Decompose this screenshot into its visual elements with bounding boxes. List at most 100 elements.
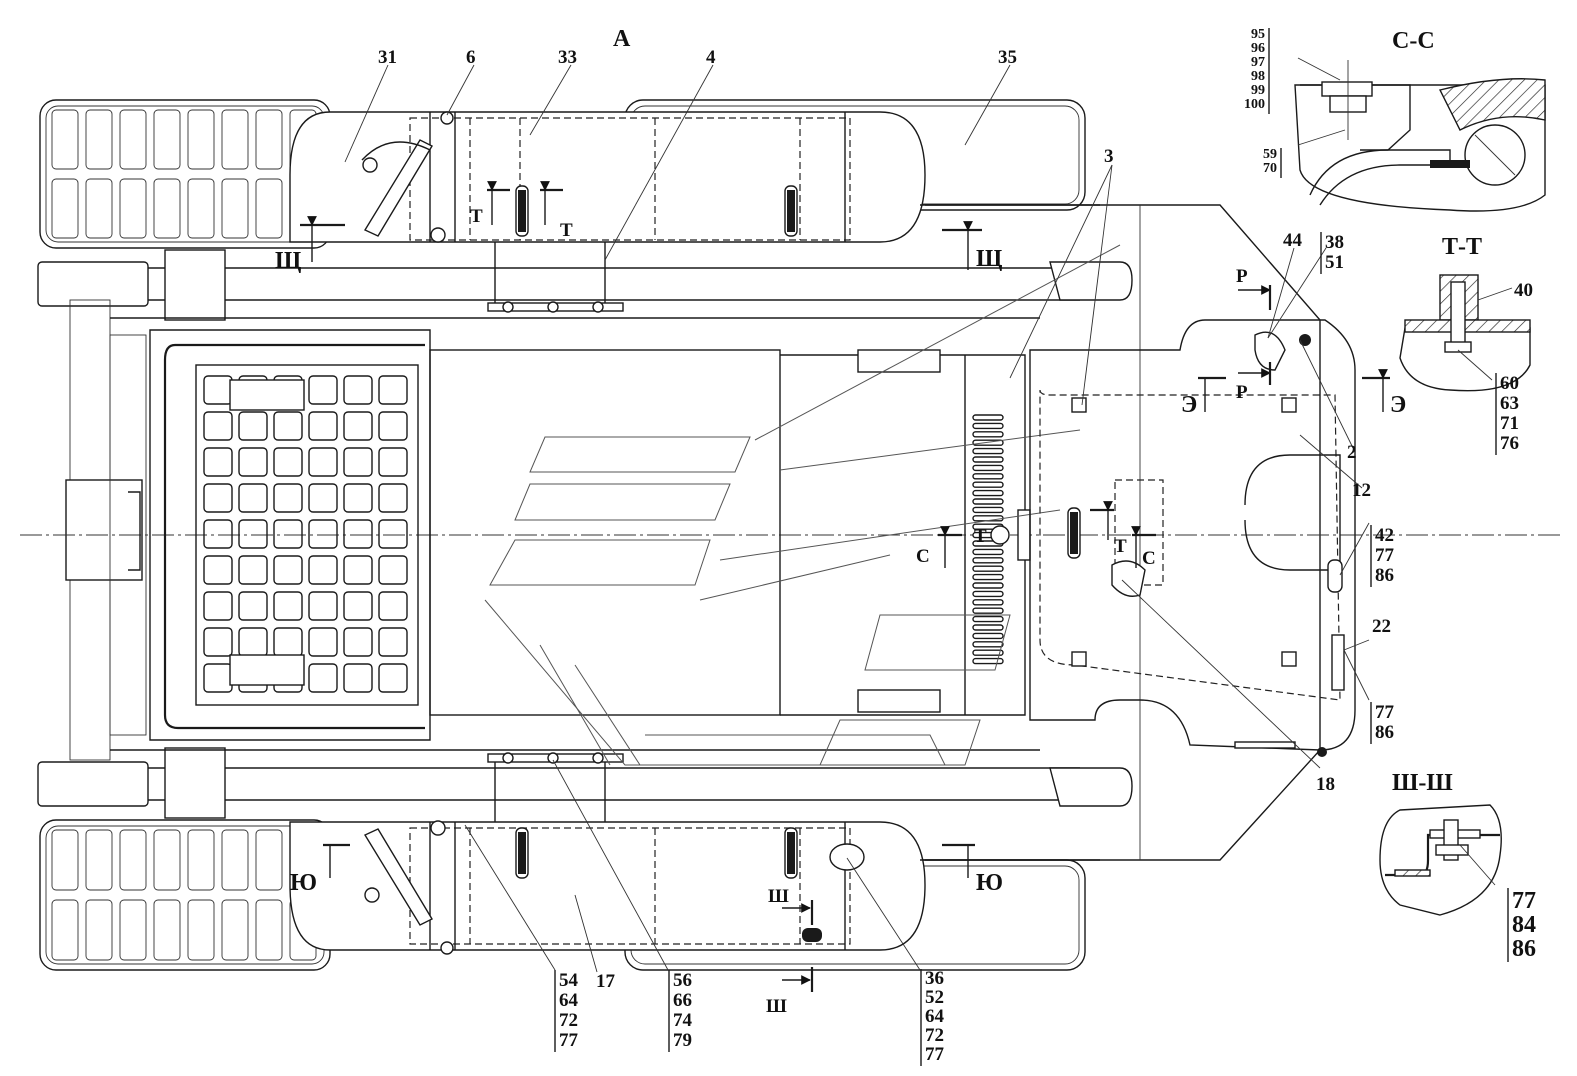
part-number-54: 54: [559, 970, 579, 991]
part-number-74: 74: [673, 1010, 693, 1031]
mesh-cell: [343, 627, 373, 657]
mesh-cell: [203, 591, 233, 621]
part-number-72: 72: [925, 1025, 944, 1046]
cut-mark-e-left: Э: [1181, 392, 1197, 418]
rear-door: [1029, 319, 1356, 757]
track-lug: [187, 899, 215, 961]
mesh-cell: [343, 411, 373, 441]
track-lug: [255, 899, 283, 961]
mesh-cell: [308, 555, 338, 585]
mesh-cell: [203, 447, 233, 477]
track-lug: [255, 109, 283, 170]
track-lug: [119, 899, 147, 961]
cut-mark-c-right: С: [1142, 548, 1156, 569]
track-lug: [85, 178, 113, 239]
cut-mark-sh-top: Ш: [768, 886, 789, 907]
vent-slot: [972, 599, 1004, 606]
track-lug: [221, 899, 249, 961]
part-number-77: 77: [559, 1030, 579, 1051]
top-fender: [289, 111, 1100, 313]
part-number-66: 66: [673, 990, 692, 1011]
section-shsh-detail: [1379, 804, 1502, 916]
vent-slot: [972, 414, 1004, 421]
mesh-cell: [273, 591, 303, 621]
mesh-cell: [343, 447, 373, 477]
track-lug: [119, 109, 147, 170]
mesh-cell: [238, 447, 268, 477]
mesh-cell: [378, 375, 408, 405]
part-number-64: 64: [559, 990, 579, 1011]
track-lug: [51, 178, 79, 239]
mesh-cell: [203, 555, 233, 585]
vent-slot: [972, 657, 1004, 665]
vent-slot: [972, 573, 1004, 581]
part-number-95: 95: [1251, 27, 1265, 42]
track-lug: [153, 829, 181, 891]
track-lug: [255, 829, 283, 891]
vent-slot: [972, 473, 1004, 480]
mesh-cell: [343, 519, 373, 549]
mesh-cell: [203, 375, 233, 405]
part-number-38: 38: [1325, 232, 1344, 253]
mesh-cell: [203, 663, 233, 693]
mesh-cell: [308, 483, 338, 513]
cut-mark-shch-left: Щ: [275, 248, 302, 274]
part-number-79: 79: [673, 1030, 692, 1051]
part-number-86: 86: [1375, 722, 1394, 743]
track-lug: [221, 829, 249, 891]
track-lug: [51, 109, 79, 170]
vent-slot: [972, 624, 1004, 631]
section-cc-detail: [1294, 57, 1546, 212]
vent-slot: [972, 506, 1004, 514]
mesh-cell: [238, 627, 268, 657]
cab: [109, 329, 431, 741]
view-label-a: А: [613, 26, 631, 52]
vent-slot: [972, 489, 1004, 497]
cut-mark-t-left: Т: [470, 206, 483, 227]
mesh-cell: [343, 375, 373, 405]
mesh-cell: [238, 411, 268, 441]
part-4: 4: [706, 47, 716, 68]
track-lug: [255, 178, 283, 239]
mesh-cell: [378, 555, 408, 585]
part-31: 31: [378, 47, 397, 68]
mesh-cell: [378, 411, 408, 441]
mesh-cell: [343, 555, 373, 585]
bottom-fender: [289, 752, 1100, 955]
mesh-cell: [273, 447, 303, 477]
part-number-84: 84: [1512, 912, 1536, 938]
vent-slot: [972, 422, 1004, 430]
part-44: 44: [1283, 230, 1303, 251]
cut-mark-yu-right: Ю: [976, 870, 1003, 896]
part-number-77: 77: [1375, 545, 1395, 566]
mesh-cell: [203, 411, 233, 441]
mesh-cell: [378, 447, 408, 477]
mesh-cell: [203, 519, 233, 549]
part-number-97: 97: [1251, 55, 1265, 70]
cut-mark-t-right: Т: [560, 220, 573, 241]
mesh-cell: [308, 447, 338, 477]
mesh-cell: [308, 627, 338, 657]
track-lug: [119, 178, 147, 239]
track-lug: [187, 829, 215, 891]
part-2: 2: [1347, 442, 1357, 463]
vent-slot: [972, 649, 1004, 656]
part-3: 3: [1104, 146, 1114, 167]
part-number-100: 100: [1244, 97, 1265, 112]
part-number-56: 56: [673, 970, 692, 991]
vent-slot: [972, 607, 1004, 614]
track-lug: [85, 829, 113, 891]
mesh-cell: [343, 591, 373, 621]
vent-slot: [972, 641, 1004, 648]
part-number-72: 72: [559, 1010, 578, 1031]
mesh-cell: [203, 483, 233, 513]
part-18: 18: [1316, 774, 1335, 795]
part-number-99: 99: [1251, 83, 1265, 98]
track-lug: [85, 899, 113, 961]
vent-slot: [972, 590, 1004, 598]
part-number-64: 64: [925, 1006, 945, 1027]
